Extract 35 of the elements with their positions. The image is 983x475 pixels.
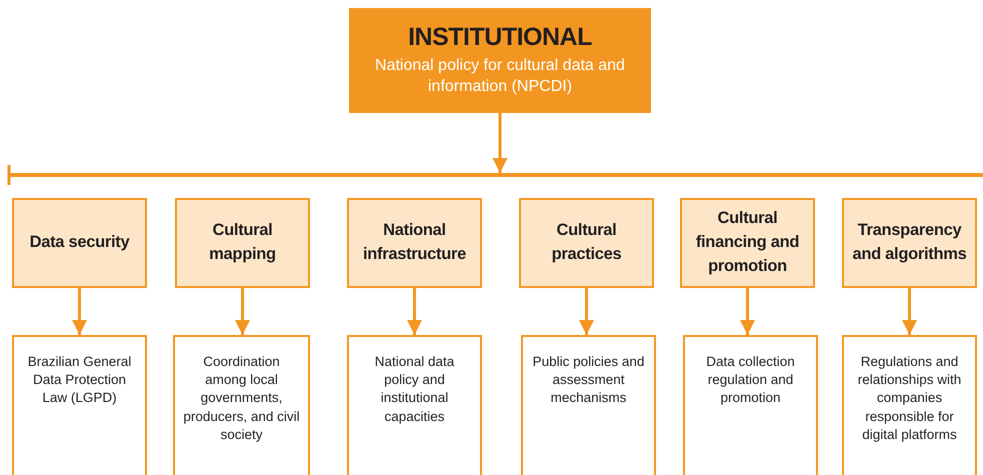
arrow	[235, 288, 250, 335]
arrow	[407, 288, 422, 335]
detail-box	[347, 335, 482, 475]
category-box	[175, 198, 310, 288]
detail-box	[842, 335, 977, 475]
detail-box	[173, 335, 310, 475]
category-label: National infrastructure	[362, 220, 468, 265]
description-text: Coordination among local governments, producers, and civil society	[182, 353, 301, 444]
category-label: Data security	[28, 232, 130, 254]
description-text: Brazilian General Data Protection Law (LGPD)	[26, 353, 132, 408]
heading: INSTITUTIONAL	[408, 23, 592, 52]
horizontal-bar	[8, 173, 983, 177]
category-label: Transparency and algorithms	[851, 220, 968, 265]
detail-box	[683, 335, 818, 475]
category-box	[347, 198, 482, 288]
arrow	[902, 288, 917, 335]
category-box	[519, 198, 654, 288]
description-text: Public policies and assessment mechanisms	[532, 353, 646, 408]
arrow	[740, 288, 755, 335]
category-label: Cultural practices	[550, 220, 622, 265]
category-box	[842, 198, 977, 288]
category-box	[680, 198, 815, 288]
arrow	[579, 288, 594, 335]
description-text: Data collection regulation and promotion	[705, 353, 796, 408]
category-label: Cultural financing and promotion	[694, 208, 800, 277]
header-box	[349, 8, 651, 113]
category-label: Cultural mapping	[208, 220, 277, 265]
detail-box	[521, 335, 656, 475]
arrow	[492, 113, 508, 173]
description-text: National data policy and institutional capacities	[374, 353, 456, 426]
subheading: National policy for cultural data and information (NPCDI)	[374, 56, 626, 97]
category-box	[12, 198, 147, 288]
description-text: Regulations and relationships with companies responsible for digital platforms	[856, 353, 962, 444]
arrow	[72, 288, 87, 335]
detail-box	[12, 335, 147, 475]
